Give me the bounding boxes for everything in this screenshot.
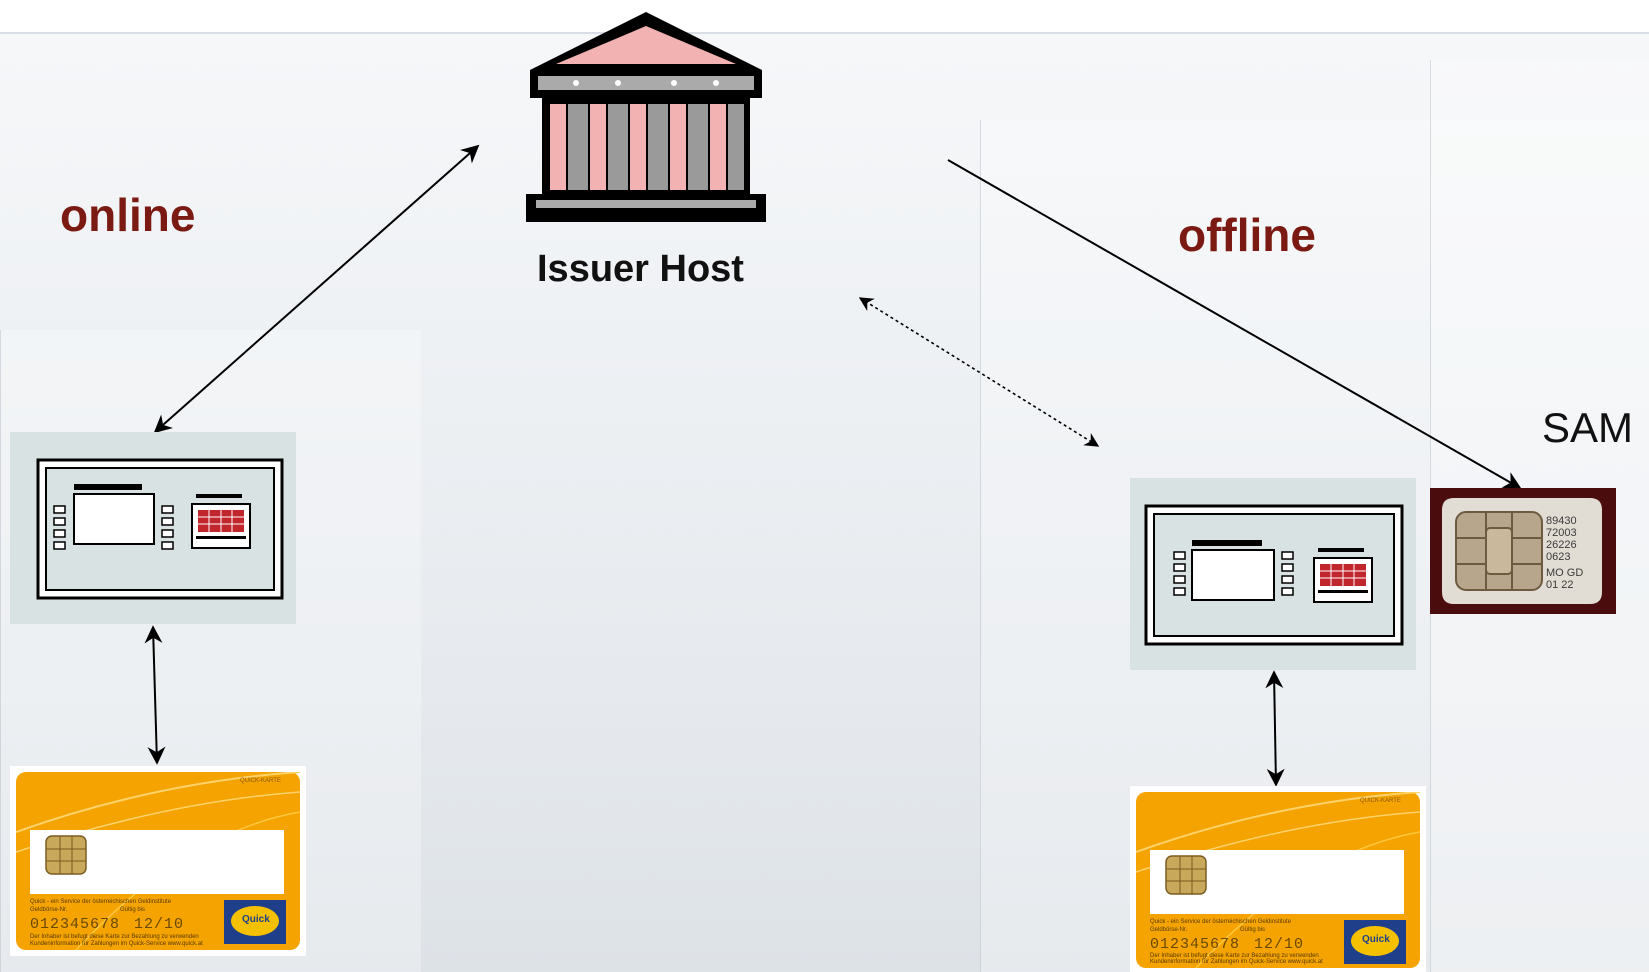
host-offline-terminal-dotted-arrow <box>858 297 1100 447</box>
sam-label: SAM <box>1542 404 1634 451</box>
card-text-line: Geldbörse-Nr. <box>1150 927 1188 933</box>
sam-chip-card: 89430 72003 26226 0623 MO GD 01 22 <box>1430 488 1616 614</box>
sam-chip-line: 01 22 <box>1546 579 1574 591</box>
online-quick-card: QUICK-KARTE Quick - ein Service der öste… <box>10 766 306 956</box>
bank-building-icon <box>526 12 766 222</box>
sam-chip-line: 0623 <box>1546 551 1571 563</box>
sam-chip-line: 89430 <box>1546 515 1577 527</box>
card-valid-date: 12/10 <box>1254 936 1305 953</box>
offline-terminal-card-arrow <box>1265 670 1285 787</box>
slide-header-bar <box>0 0 1649 34</box>
card-text-line: Quick - ein Service der österreichischen… <box>30 899 172 905</box>
card-text-line: Kundeninformation für Zahlungen im Quick… <box>1150 959 1323 965</box>
card-number: 012345678 <box>1150 936 1241 953</box>
card-text-line: Der Inhaber ist befugt diese Karte zur B… <box>1150 953 1319 959</box>
sam-chip-line: MO GD <box>1546 567 1584 579</box>
card-text-line: Der Inhaber ist befugt diese Karte zur B… <box>30 934 199 940</box>
card-valid-date: 12/10 <box>134 916 185 933</box>
online-terminal-card-arrow <box>144 625 166 765</box>
offline-terminal-icon <box>1130 478 1416 670</box>
card-text-line: Quick - ein Service der österreichischen… <box>1150 919 1292 925</box>
card-text-line: Gültig bis <box>120 907 146 913</box>
card-background-icon <box>16 772 300 950</box>
card-text-line: Geldbörse-Nr. <box>30 907 68 913</box>
online-host-link-arrow <box>153 144 480 434</box>
host-sam-link-arrow <box>947 159 1522 489</box>
offline-quick-card: QUICK-KARTE Quick - ein Service der öste… <box>1130 786 1426 972</box>
card-number: 012345678 <box>30 916 121 933</box>
sam-chip-line: 72003 <box>1546 527 1577 539</box>
card-header-text: QUICK-KARTE <box>240 778 281 784</box>
card-background-icon <box>1136 792 1420 968</box>
online-label: online <box>60 189 196 241</box>
card-text-line: Kundeninformation für Zahlungen im Quick… <box>30 941 203 947</box>
quick-logo-text: Quick <box>242 914 270 925</box>
sam-chip-icon <box>1442 498 1602 604</box>
quick-logo-text: Quick <box>1362 934 1390 945</box>
sam-chip-line: 26226 <box>1546 539 1577 551</box>
online-terminal-icon <box>10 432 296 624</box>
issuer-host-label: Issuer Host <box>537 248 744 290</box>
offline-label: offline <box>1178 209 1316 261</box>
card-header-text: QUICK-KARTE <box>1360 798 1401 804</box>
card-text-line: Gültig bis <box>1240 927 1266 933</box>
